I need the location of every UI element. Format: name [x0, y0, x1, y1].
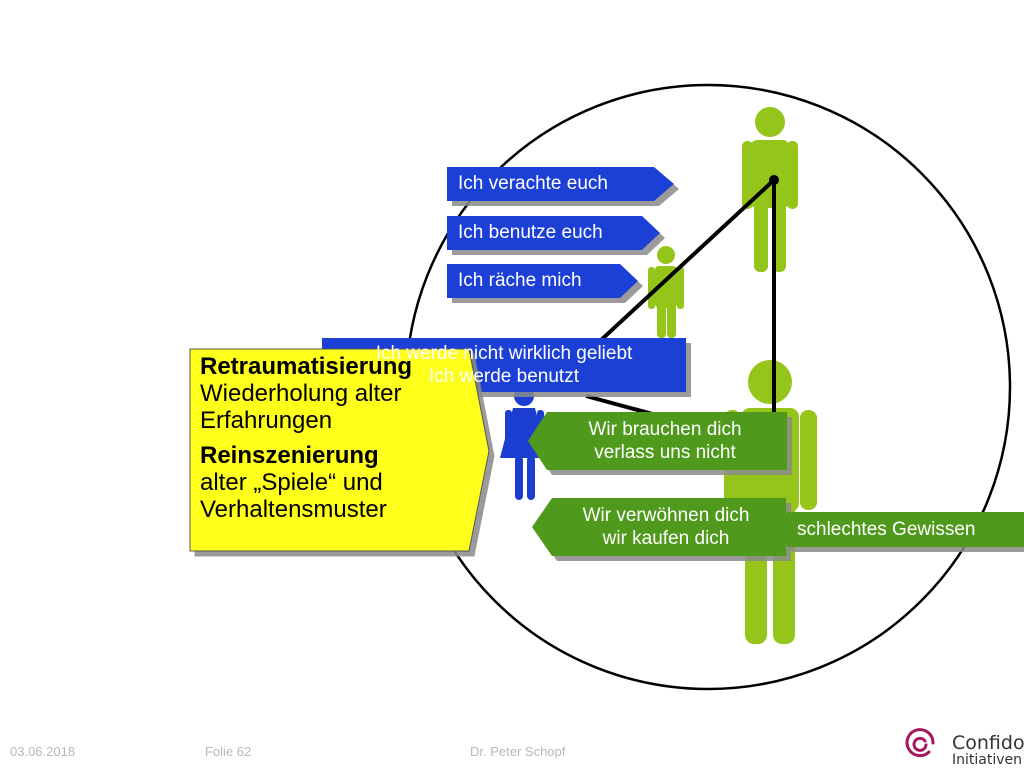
father-figure-icon — [742, 107, 798, 272]
callout-brauchen — [528, 412, 787, 470]
footer-author: Dr. Peter Schopf — [470, 744, 566, 759]
confido-logo-icon — [905, 728, 935, 758]
callout-verachte — [447, 167, 674, 201]
callout-gewissen — [772, 512, 1024, 547]
logo-line-1: Confido — [952, 732, 1024, 754]
callout-benutze — [447, 216, 660, 250]
footer-slide-number: Folie 62 — [205, 744, 252, 759]
yellow-box — [189, 348, 490, 552]
logo-line-2: Initiativen — [952, 752, 1022, 768]
callout-verwoehnen — [532, 498, 786, 556]
callout-raeche — [447, 264, 638, 298]
connection-node — [769, 175, 779, 185]
footer-date: 03.06.2018 — [10, 744, 76, 759]
